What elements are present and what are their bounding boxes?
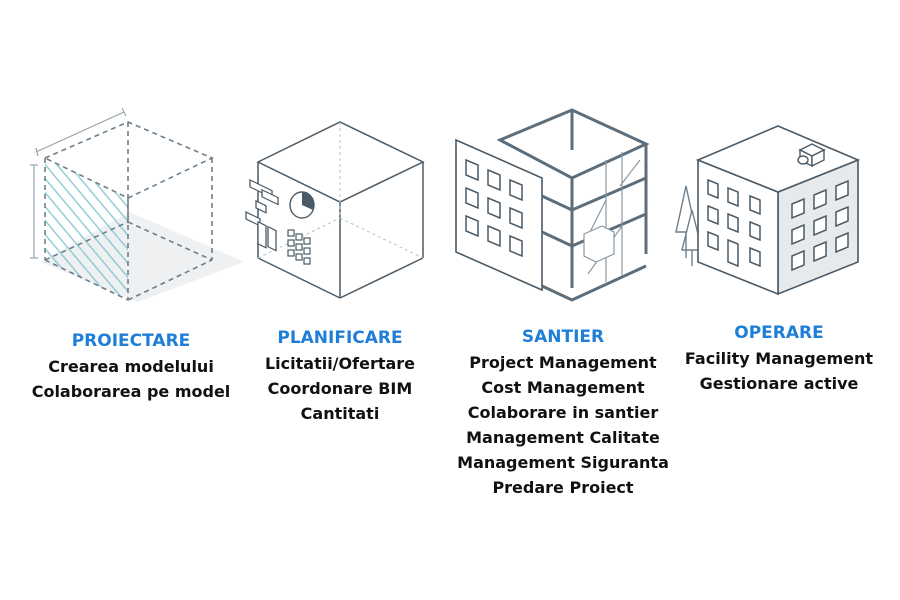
- stage-santier: SANTIER Project Management Cost Manageme…: [445, 326, 681, 500]
- stage-heading: PROIECTARE: [71, 331, 191, 351]
- stage-item: Facility Management: [684, 349, 874, 368]
- stage-item: Cantitati: [300, 404, 380, 423]
- stage-item: Cost Management: [481, 378, 645, 397]
- wireframe-cube-icon: [30, 107, 244, 302]
- stage-operare: OPERARE Facility Management Gestionare a…: [676, 322, 882, 396]
- stage-item: Colaborarea pe model: [31, 382, 231, 401]
- stage-heading: PLANIFICARE: [277, 328, 403, 348]
- lifecycle-illustrations: [30, 107, 861, 302]
- stage-item: Project Management: [469, 353, 657, 372]
- finished-building-icon: [675, 125, 861, 296]
- stage-heading: SANTIER: [521, 327, 605, 347]
- planning-cube-icon: [245, 121, 425, 299]
- stage-item: Management Calitate: [466, 428, 660, 447]
- stage-heading: OPERARE: [734, 323, 824, 343]
- stage-item: Gestionare active: [699, 374, 859, 393]
- stage-item: Predare Proiect: [492, 478, 634, 497]
- stage-planificare: PLANIFICARE Licitatii/Ofertare Coordonar…: [250, 327, 430, 426]
- construction-building-icon: [455, 108, 650, 302]
- stage-item: Licitatii/Ofertare: [264, 354, 416, 373]
- stage-proiectare: PROIECTARE Crearea modelului Colaborarea…: [16, 330, 246, 404]
- stage-item: Colaborare in santier: [467, 403, 659, 422]
- stage-item: Coordonare BIM: [267, 379, 413, 398]
- stage-item: Management Siguranta: [457, 453, 669, 472]
- stage-item: Crearea modelului: [48, 357, 214, 376]
